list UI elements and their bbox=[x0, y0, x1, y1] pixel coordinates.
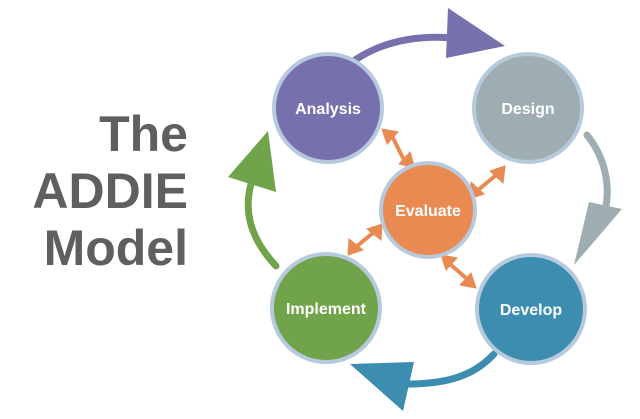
node-develop: Develop bbox=[475, 253, 587, 365]
arrow-evaluate-design bbox=[468, 165, 506, 200]
node-design: Design bbox=[472, 52, 584, 164]
arrow-evaluate-develop bbox=[440, 254, 477, 289]
title-line-2: ADDIE bbox=[32, 163, 188, 219]
arrow-design-to-develop bbox=[574, 131, 622, 265]
node-implement-label: Implement bbox=[286, 301, 367, 318]
node-analysis-label: Analysis bbox=[295, 101, 361, 118]
node-analysis: Analysis bbox=[272, 52, 384, 164]
node-design-label: Design bbox=[501, 101, 554, 118]
arrow-develop-to-implement bbox=[350, 350, 498, 411]
arrow-implement-to-analysis bbox=[228, 131, 280, 270]
title-line-1: The bbox=[99, 106, 188, 162]
node-implement: Implement bbox=[270, 252, 382, 364]
arrow-evaluate-implement bbox=[347, 223, 383, 256]
node-evaluate: Evaluate bbox=[379, 161, 477, 259]
diagram-title: The ADDIE Model bbox=[20, 106, 188, 277]
node-develop-label: Develop bbox=[500, 302, 562, 319]
arrow-analysis-to-design bbox=[351, 8, 505, 64]
arrow-analysis-evaluate bbox=[381, 128, 416, 169]
node-evaluate-label: Evaluate bbox=[395, 203, 461, 220]
title-line-3: Model bbox=[43, 220, 188, 276]
